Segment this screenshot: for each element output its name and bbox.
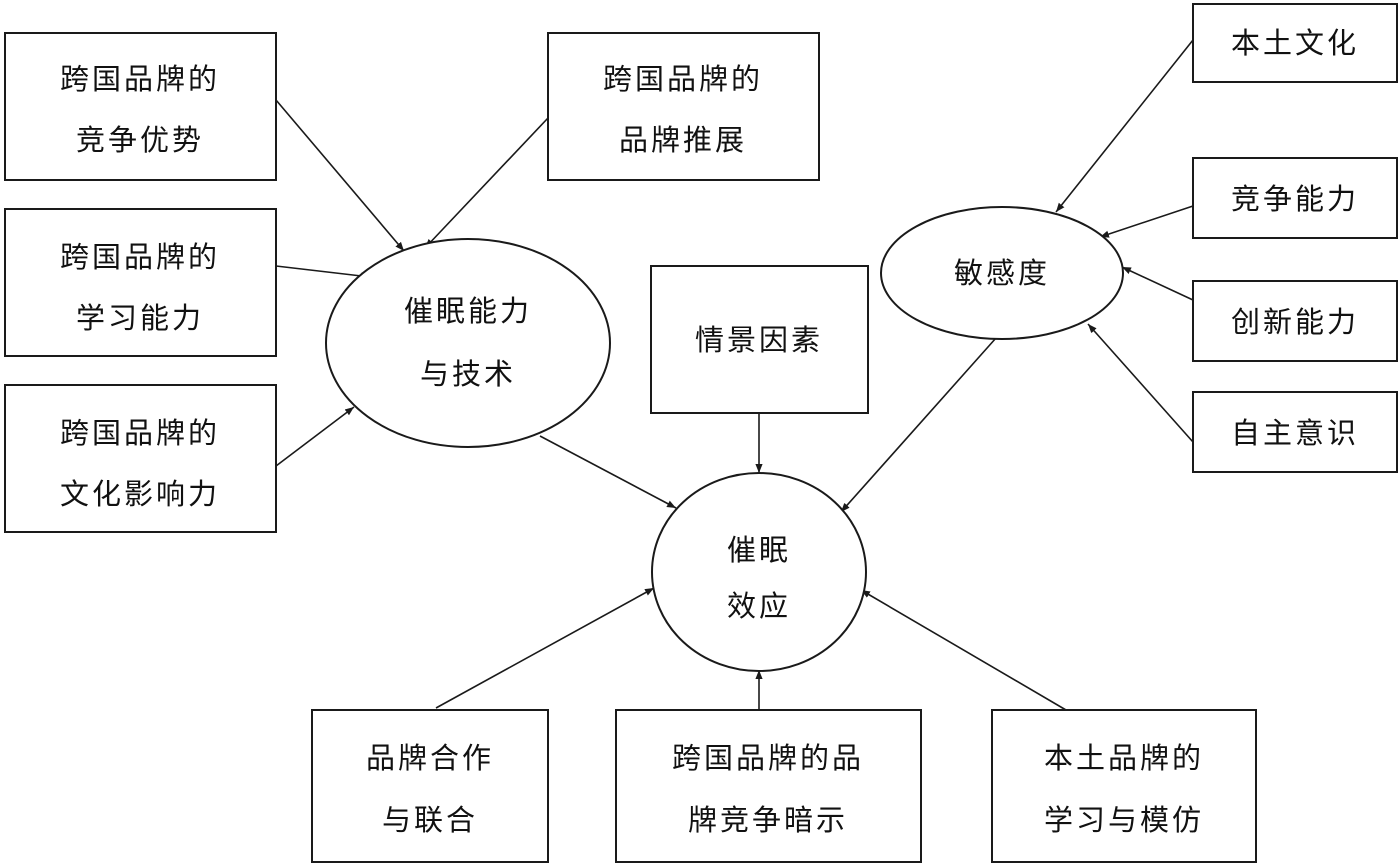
node-label: 催眠	[727, 533, 791, 567]
node-hypnosis-ability: 催眠能力 与技术	[325, 238, 611, 448]
edge-competitive-advantage-to-hypnosis	[275, 99, 405, 252]
node-label: 催眠能力	[404, 294, 532, 328]
node-label: 与技术	[420, 357, 516, 391]
edge-sensitivity-to-effect	[840, 337, 997, 513]
node-label: 牌竞争暗示	[688, 803, 848, 837]
edge-innovation-to-sensitivity	[1121, 266, 1194, 301]
edge-autonomy-to-sensitivity	[1087, 323, 1194, 443]
node-learning-ability: 跨国品牌的 学习能力	[4, 208, 277, 357]
node-label: 文化影响力	[60, 477, 220, 511]
node-situational-factors: 情景因素	[650, 265, 869, 414]
node-brand-cooperation: 品牌合作 与联合	[311, 709, 549, 863]
edges	[275, 39, 1194, 711]
node-label: 创新能力	[1231, 305, 1359, 339]
node-label: 敏感度	[954, 256, 1050, 290]
node-hypnotic-effect: 催眠 效应	[651, 472, 867, 672]
node-label: 竞争能力	[1231, 182, 1359, 216]
edge-competitiveness-to-sensitivity	[1099, 205, 1194, 238]
node-label: 本土文化	[1231, 26, 1359, 60]
node-label: 品牌合作	[366, 741, 494, 775]
node-label: 跨国品牌的	[603, 62, 763, 96]
edge-imitation-to-effect	[860, 589, 1067, 711]
edge-hypnosis-to-effect	[539, 435, 677, 509]
edge-local-culture-to-sensitivity	[1055, 39, 1194, 213]
node-competitiveness: 竞争能力	[1192, 157, 1398, 239]
node-label: 与联合	[382, 803, 478, 837]
edge-cooperation-to-effect	[435, 587, 655, 709]
node-innovation: 创新能力	[1192, 280, 1398, 362]
node-label: 学习能力	[76, 301, 204, 335]
node-local-culture: 本土文化	[1192, 3, 1398, 83]
node-label: 学习与模仿	[1044, 803, 1204, 837]
node-competitive-advantage: 跨国品牌的 竞争优势	[4, 32, 277, 181]
node-label: 跨国品牌的品	[672, 741, 864, 775]
edge-culture-influence-to-hypnosis	[275, 406, 355, 467]
node-label: 情景因素	[695, 323, 823, 357]
node-label: 跨国品牌的	[60, 240, 220, 274]
node-label: 跨国品牌的	[60, 416, 220, 450]
node-local-imitation: 本土品牌的 学习与模仿	[991, 709, 1257, 863]
node-label: 自主意识	[1231, 416, 1359, 450]
node-autonomy: 自主意识	[1192, 391, 1398, 473]
edge-brand-extension-to-hypnosis	[424, 117, 549, 249]
node-cultural-influence: 跨国品牌的 文化影响力	[4, 384, 277, 533]
node-label: 竞争优势	[76, 123, 204, 157]
node-sensitivity: 敏感度	[880, 206, 1124, 340]
node-label: 品牌推展	[619, 123, 747, 157]
node-label: 本土品牌的	[1044, 741, 1204, 775]
edge-learning-to-hypnosis	[275, 265, 371, 280]
node-label: 跨国品牌的	[60, 62, 220, 96]
node-competition-hint: 跨国品牌的品 牌竞争暗示	[615, 709, 922, 863]
node-label: 效应	[727, 589, 791, 623]
node-brand-extension: 跨国品牌的 品牌推展	[547, 32, 820, 181]
